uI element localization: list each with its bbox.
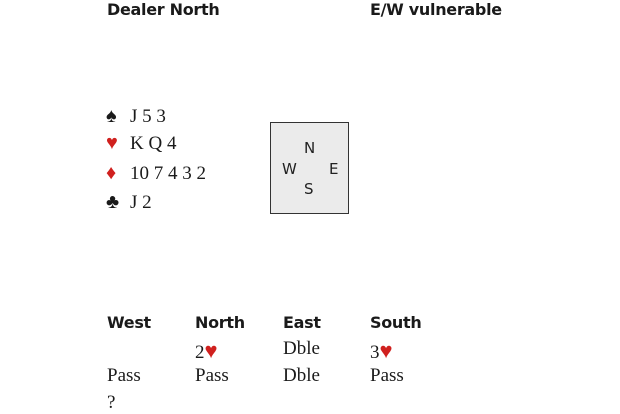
heart-cards: K Q 4 [130, 132, 177, 154]
club-icon: ♣ [106, 191, 120, 213]
auction-header-north: North [195, 313, 245, 332]
dealer-label: Dealer North [107, 0, 220, 19]
bid-question: ? [107, 392, 116, 413]
club-cards: J 2 [130, 191, 152, 213]
heart-icon: ♥ [379, 338, 393, 363]
compass-box: N W E S [270, 122, 349, 214]
diamonds-row: ♦ 10 7 4 3 2 [106, 162, 206, 185]
spade-icon: ♠ [106, 105, 117, 127]
compass-west: W [282, 160, 297, 178]
spades-row: ♠ J 5 3 [106, 105, 166, 128]
bid-level: 2 [195, 342, 205, 363]
bid: Pass [195, 365, 229, 386]
heart-icon: ♥ [204, 338, 218, 363]
bid: Dble [283, 338, 320, 359]
clubs-row: ♣ J 2 [106, 191, 152, 214]
diamond-cards: 10 7 4 3 2 [130, 162, 206, 184]
vulnerability-label: E/W vulnerable [370, 0, 502, 19]
diamond-icon: ♦ [106, 162, 117, 184]
compass-north: N [304, 139, 316, 157]
bid: 2♥ [195, 338, 218, 364]
auction-header-west: West [107, 313, 151, 332]
bid-level: 3 [370, 342, 380, 363]
spade-cards: J 5 3 [130, 105, 166, 127]
bid: Pass [370, 365, 404, 386]
hearts-row: ♥ K Q 4 [106, 132, 176, 155]
bid: 3♥ [370, 338, 393, 364]
compass-east: E [329, 160, 339, 178]
bid: Dble [283, 365, 320, 386]
heart-icon: ♥ [106, 132, 118, 154]
compass-south: S [304, 180, 314, 198]
bid: Pass [107, 365, 141, 386]
auction-header-south: South [370, 313, 422, 332]
auction-header-east: East [283, 313, 321, 332]
